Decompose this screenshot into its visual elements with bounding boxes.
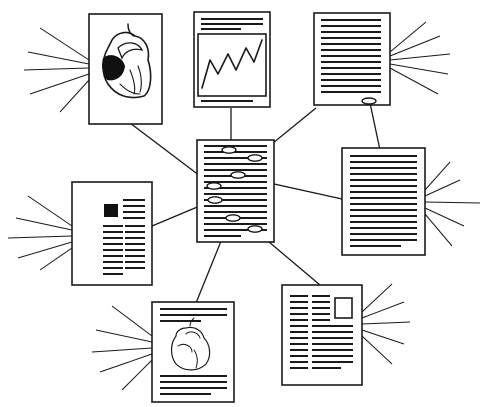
- link-anchor[interactable]: [247, 154, 263, 162]
- text-page-right-lines: [350, 155, 417, 247]
- text-page-left-lines: [103, 199, 145, 275]
- hub-page: [196, 139, 275, 243]
- illustration-icon: [102, 23, 152, 99]
- line-graph-icon: [201, 39, 263, 89]
- link-anchor[interactable]: [230, 171, 246, 179]
- link-anchor[interactable]: [207, 196, 223, 204]
- link-anchor[interactable]: [221, 146, 237, 154]
- text-page-right: [341, 147, 481, 256]
- text-page-left-rays: [7, 195, 73, 271]
- text-page-top-right-rays: [389, 21, 451, 95]
- link-top-right-right: [369, 102, 381, 151]
- graph-page: [193, 11, 271, 108]
- text-page-right-rays: [424, 161, 481, 247]
- picture-text-page-rays: [91, 305, 153, 391]
- text-page-top-right: [313, 12, 451, 106]
- column-page-rays: [361, 283, 411, 365]
- column-page-lines: [290, 295, 353, 369]
- picture-page: [23, 13, 163, 125]
- picture-text-page: [91, 301, 235, 403]
- illustration-icon: [170, 317, 211, 371]
- text-page-left: [7, 181, 153, 286]
- hub-link-anchors: [206, 146, 263, 233]
- link-anchor[interactable]: [361, 97, 377, 105]
- text-page-top-right-lines: [321, 19, 381, 93]
- image-block-icon: [104, 204, 118, 217]
- link-anchor[interactable]: [206, 182, 222, 190]
- picture-text-page-top-lines: [160, 308, 227, 322]
- graph-page-text-lines: [201, 18, 263, 30]
- picture-page-rays: [23, 27, 90, 113]
- column-page: [281, 283, 411, 386]
- link-anchor[interactable]: [225, 214, 241, 222]
- image-placeholder-icon: [334, 297, 353, 319]
- picture-text-page-bottom-lines: [160, 375, 227, 395]
- link-anchor[interactable]: [247, 225, 263, 233]
